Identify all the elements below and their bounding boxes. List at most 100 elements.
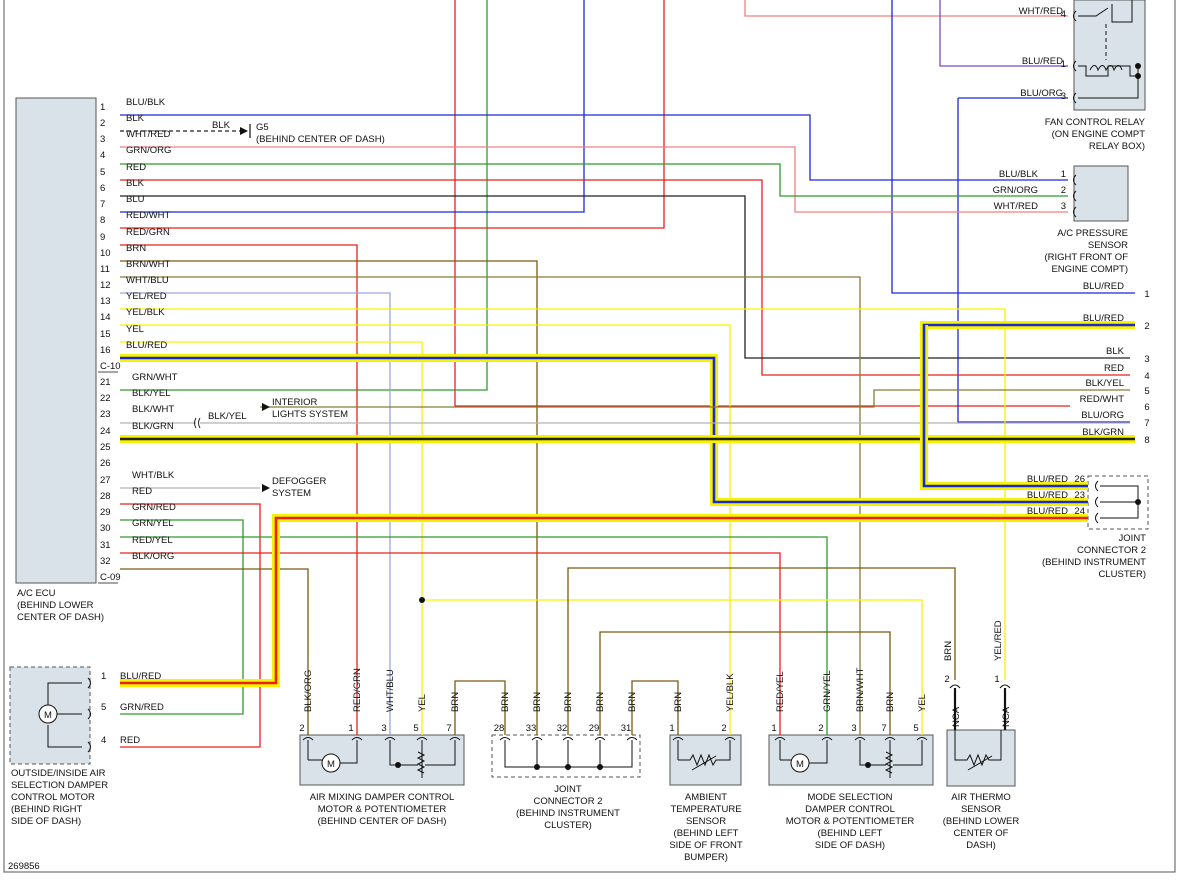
interior-wire-label: BLK/YEL xyxy=(208,411,247,422)
mode-motor-m: M xyxy=(796,759,804,770)
ecu-wire-label-21: GRN/WHT xyxy=(132,372,178,383)
right-wire-label-2: BLU/RED xyxy=(1083,313,1124,324)
ecu-wire-label-15: YEL xyxy=(126,324,144,335)
thermo-terminal-1 xyxy=(999,684,1011,689)
wire-brn-wht-ecu11 xyxy=(120,276,861,735)
ambient-label-3: (BEHIND LEFT xyxy=(674,828,739,839)
mode-pin-5: 5 xyxy=(913,723,918,734)
mix-terminal-1 xyxy=(351,737,363,741)
outside-motor-leads xyxy=(47,682,82,748)
right-pin-1: 1 xyxy=(1144,289,1149,300)
relay-pin-1: 1 xyxy=(1061,59,1066,70)
pressure-sensor-box xyxy=(1073,165,1129,222)
ecu-pin-28: 28 xyxy=(100,491,111,502)
ecu-wire-label-23: BLK/WHT xyxy=(132,404,174,415)
pressure-pin-3: 3 xyxy=(1061,201,1066,212)
mode-terminal-3 xyxy=(854,737,866,741)
relay-contacts xyxy=(1078,0,1139,99)
ecu-pin-31: 31 xyxy=(100,540,111,551)
ecu-wire-label-30: GRN/YEL xyxy=(132,518,174,529)
ground-wire-label: BLK xyxy=(212,120,231,131)
ecu-wire-label-13: YEL/RED xyxy=(126,291,167,302)
wire-yel-blk-ecu14 xyxy=(120,324,731,735)
right-pin-4: 4 xyxy=(1144,371,1149,382)
mode-label-0: MODE SELECTION xyxy=(808,792,893,803)
outside-motor-m: M xyxy=(44,710,52,721)
figure-id: 269856 xyxy=(8,861,40,872)
pressure-terminal-3 xyxy=(1073,206,1077,218)
mode-label-4: SIDE OF DASH) xyxy=(815,840,885,851)
jc-right-dot xyxy=(1135,499,1141,505)
jcb-dot-1 xyxy=(534,764,540,770)
pressure-label-1: SENSOR xyxy=(1088,240,1128,251)
relay-wire-label-4: WHT/RED xyxy=(1019,6,1063,17)
motor-icon xyxy=(38,704,58,724)
ambient-label-2: SENSOR xyxy=(686,816,726,827)
mix-wire-label-5: YEL xyxy=(417,694,428,712)
jc-right-pin-26: 26 xyxy=(1074,474,1085,485)
ambient-thermistor-icon xyxy=(678,752,731,771)
jc-right-wire-label-26: BLU/RED xyxy=(1027,474,1068,485)
ecu-pin-15: 15 xyxy=(100,329,111,340)
ecu-wire-label-6: BLK xyxy=(126,178,145,189)
jcb-wire-label-28: BRN xyxy=(500,692,511,712)
wire-blu-ecu7 xyxy=(120,0,585,213)
mode-wire-label-5: YEL xyxy=(917,694,928,712)
mode-potentiometer-icon xyxy=(884,751,894,774)
mode-label-1: DAMPER CONTROL xyxy=(805,804,895,815)
right-wire-label-3: BLK xyxy=(1106,346,1125,357)
thermo-label-1: SENSOR xyxy=(961,804,1001,815)
jc-right-terminal-26 xyxy=(1095,480,1099,492)
outside-label-2: CONTROL MOTOR xyxy=(11,792,95,803)
ecu-pin-5: 5 xyxy=(100,167,105,178)
ecu-pin-14: 14 xyxy=(100,312,111,323)
ecu-wire-label-24: BLK/GRN xyxy=(132,421,174,432)
mix-motor-m: M xyxy=(327,759,335,770)
ecu-pin-23: 23 xyxy=(100,409,111,420)
right-pin-8: 8 xyxy=(1144,435,1149,446)
relay-label-1: (ON ENGINE COMPT xyxy=(1052,129,1146,140)
thermo-label-3: CENTER OF xyxy=(954,828,1009,839)
wire-blk-yel-ecu22 xyxy=(260,389,1130,408)
interior-arrow xyxy=(262,403,270,411)
wire-grn-yel-ecu30 xyxy=(120,536,828,735)
jc-right-label-1: CONNECTOR 2 xyxy=(1077,545,1146,556)
wire-wht-red-relay xyxy=(744,0,1068,17)
mix-potentiometer-icon xyxy=(416,751,426,774)
wire-blu-red-relay xyxy=(939,0,1068,67)
ecu-connector-c09: C-09 xyxy=(100,572,121,583)
ambient-pin-2: 2 xyxy=(721,723,726,734)
mode-terminal-5 xyxy=(916,737,928,741)
outside-pin-1: 1 xyxy=(101,671,106,682)
thermo-conn-1: NCA xyxy=(1001,706,1012,727)
thermo-thermistor-icon xyxy=(954,730,1002,771)
ecu-wire-label-16: BLU/RED xyxy=(126,340,167,351)
wire-wht-blu-ecu12 xyxy=(120,292,391,735)
relay-wire-label-3: BLU/ORG xyxy=(1020,88,1063,99)
outside-label-3: (BEHIND RIGHT xyxy=(11,804,82,815)
component-symbols xyxy=(38,0,1141,778)
ecu-pin-30: 30 xyxy=(100,523,111,534)
mode-wire-label-7: BRN xyxy=(885,692,896,712)
interior-label-0: INTERIOR xyxy=(272,397,318,408)
ambient-label-0: AMBIENT xyxy=(685,792,727,803)
wire-yel-mode5 xyxy=(422,599,923,735)
pressure-terminal-2 xyxy=(1073,190,1077,202)
wire-wht-red-ecu3 xyxy=(120,146,1068,213)
ecu-pin-27: 27 xyxy=(100,475,111,486)
wire-blu-red-jc26 xyxy=(922,325,1088,488)
wire-grn-wht-top xyxy=(120,0,488,391)
right-pin-5: 5 xyxy=(1144,386,1149,397)
outside-pin-4: 4 xyxy=(101,735,106,746)
ecu-pin-21: 21 xyxy=(100,377,111,388)
jcb-dot-3 xyxy=(597,764,603,770)
jcb-terminal-32 xyxy=(562,737,574,741)
ecu-wire-label-8: RED/WHT xyxy=(126,210,171,221)
wire-red-ecu28 xyxy=(120,503,261,748)
mix-wire-label-7: BRN xyxy=(450,692,461,712)
wire-blu-red-right1 xyxy=(891,0,1135,294)
mix-terminal-3 xyxy=(384,737,396,741)
ecu-pin-22: 22 xyxy=(100,393,111,404)
outside-pin-5: 5 xyxy=(101,702,106,713)
